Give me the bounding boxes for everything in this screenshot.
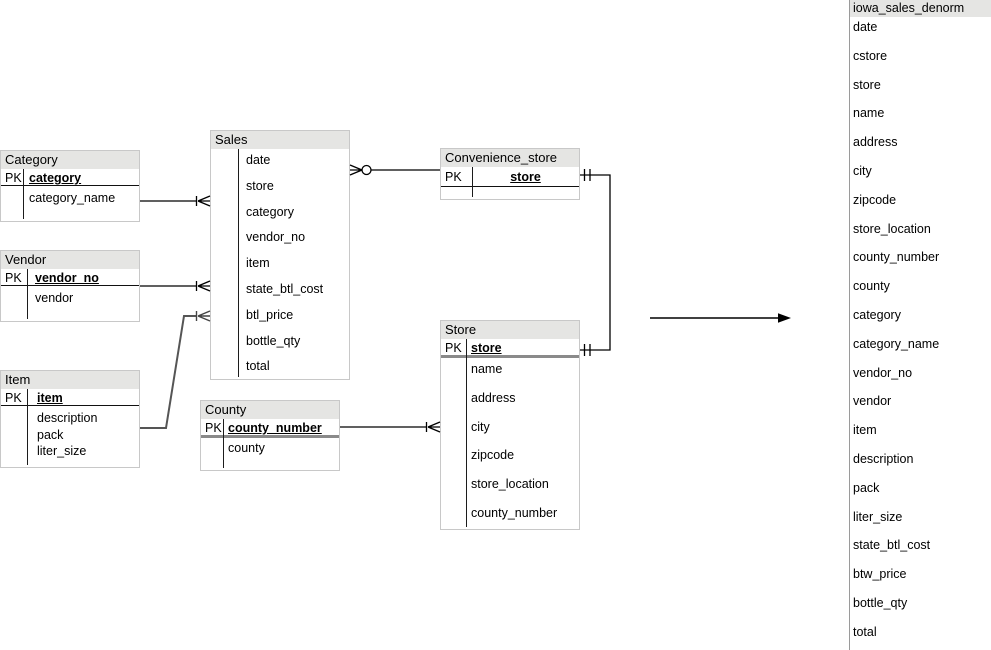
pk-field-store: store [510,170,541,184]
denorm-table-title: iowa_sales_denorm [850,0,991,17]
denorm-table-panel: iowa_sales_denorm date cstore store name… [849,0,991,650]
denorm-field: category [853,307,901,322]
denorm-field: item [853,423,877,438]
denorm-field: vendor_no [853,365,913,380]
field-bottle-qty: bottle_qty [246,333,301,348]
denorm-field: cstore [853,48,888,63]
table-store-title: Store [441,321,579,339]
pk-field-county-number: county_number [228,421,322,435]
pk-label: PK [5,391,22,405]
pk-field-store: store [471,341,502,355]
denorm-field: name [853,106,885,121]
table-county-title: County [201,401,339,419]
field-liter-size: liter_size [37,444,87,458]
table-convenience-store-title: Convenience_store [441,149,579,167]
field-store: store [246,178,274,193]
denorm-field: category_name [853,336,940,351]
denorm-field: bottle_qty [853,595,908,610]
field-zipcode: zipcode [471,448,515,463]
field-county-number: county_number [471,505,558,520]
table-sales[interactable]: Sales date store category vendor_no item… [210,130,350,380]
table-county-pk-row: PK county_number [201,419,339,438]
field-state-btl-cost: state_btl_cost [246,281,324,296]
table-convenience-store-pk-row: PK store [441,167,579,187]
pk-column-divider [27,389,28,465]
pk-label: PK [445,170,462,184]
pk-label: PK [445,341,462,355]
pk-field-category: category [29,171,82,185]
pk-column-divider [223,419,224,468]
field-description: description [37,411,98,425]
table-item-pk-row: PK item [1,389,139,406]
pk-label: PK [5,171,22,185]
field-btl-price: btl_price [246,307,294,322]
table-store-body: name address city zipcode store_location… [441,358,579,531]
relationship-vendor-sales [140,280,211,292]
pk-field-vendor-no: vendor_no [35,271,99,285]
field-vendor-no: vendor_no [246,230,306,245]
table-sales-body: date store category vendor_no item state… [211,149,349,381]
table-item[interactable]: Item PK item description pack liter_size [0,370,140,468]
denorm-field: city [853,163,872,178]
field-category-name: category_name [29,191,116,205]
pk-column-divider [466,339,467,527]
field-date: date [246,153,271,167]
field-address: address [471,390,516,405]
denorm-field: state_btl_cost [853,538,931,553]
table-category-title: Category [1,151,139,169]
denorm-field: liter_size [853,509,903,524]
table-store-pk-row: PK store [441,339,579,358]
field-pack: pack [37,427,64,442]
table-sales-title: Sales [211,131,349,149]
table-vendor-title: Vendor [1,251,139,269]
field-vendor: vendor [35,291,74,305]
denorm-field: zipcode [853,192,897,207]
table-category[interactable]: Category PK category category_name [0,150,140,222]
table-convenience-store[interactable]: Convenience_store PK store [440,148,580,200]
denorm-field: store [853,77,881,92]
table-county-body: county [201,438,339,455]
denorm-field: store_location [853,221,931,236]
pk-column-divider [23,169,24,219]
denorm-field-list: date cstore store name address city zipc… [850,17,991,650]
field-county: county [228,441,265,455]
denorm-field: description [853,451,914,466]
relationship-county-store [340,421,441,433]
table-vendor-body: vendor [1,286,139,305]
pk-column-divider [27,269,28,319]
denorm-field: pack [853,480,880,495]
table-category-body: category_name [1,186,139,205]
relationship-category-sales [140,195,211,207]
field-city: city [471,419,490,434]
denorm-flow-arrow [650,313,791,323]
table-county[interactable]: County PK county_number county [200,400,340,471]
table-item-body: description pack liter_size [1,406,139,461]
pk-label: PK [205,421,222,435]
denorm-field: date [853,20,878,34]
relationship-sales-convenience-store [349,164,440,176]
denorm-field: vendor [853,394,892,409]
field-total: total [246,359,270,374]
denorm-field: address [853,135,898,150]
table-vendor-pk-row: PK vendor_no [1,269,139,286]
table-item-title: Item [1,371,139,389]
field-category: category [246,204,294,219]
denorm-field: county_number [853,250,940,265]
denorm-field: total [853,624,877,639]
table-store[interactable]: Store PK store name address city zipcode… [440,320,580,530]
pk-column-divider [238,149,239,377]
table-category-pk-row: PK category [1,169,139,186]
field-name: name [471,362,503,376]
pk-label: PK [5,271,22,285]
denorm-field: btw_price [853,567,907,582]
pk-field-item: item [37,391,63,405]
field-store-location: store_location [471,477,549,492]
relationship-convenience-store-store [580,169,611,356]
field-item: item [246,256,270,271]
denorm-field: county [853,279,890,294]
table-vendor[interactable]: Vendor PK vendor_no vendor [0,250,140,322]
pk-column-divider [472,167,473,197]
